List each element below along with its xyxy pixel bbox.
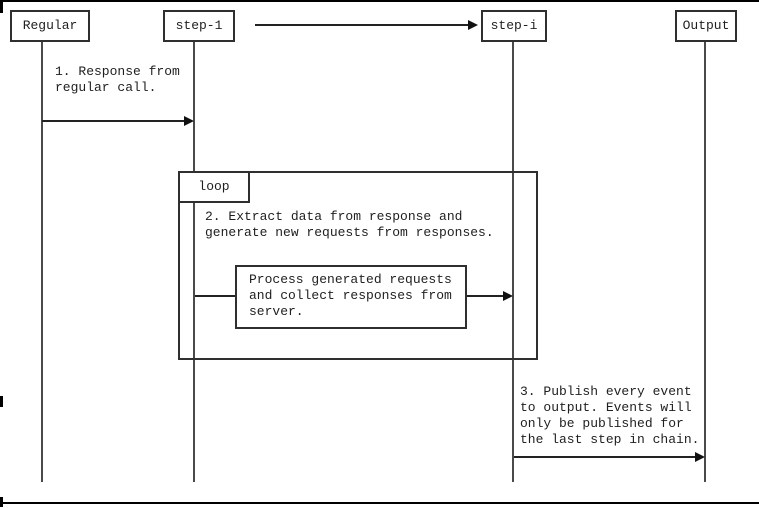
left-border-tick-bottom: [0, 497, 3, 507]
participant-step-1: step-1: [163, 10, 235, 42]
left-border-tick-top: [0, 0, 3, 13]
loop-fragment-label-box: loop: [178, 171, 250, 203]
chain-arrow-head-icon: [468, 20, 478, 30]
lifeline-output: [704, 42, 706, 482]
process-right-arrow-line: [467, 295, 504, 297]
process-box: Process generated requests and collect r…: [235, 265, 467, 329]
message-1-arrow-line: [42, 120, 184, 122]
lifeline-step-i: [512, 42, 514, 482]
bottom-border-line: [0, 502, 759, 504]
top-border-line: [0, 0, 759, 2]
participant-output: Output: [675, 10, 737, 42]
process-box-text: Process generated requests and collect r…: [249, 272, 452, 319]
lifeline-step-1: [193, 42, 195, 482]
message-2-text: 2. Extract data from response and genera…: [205, 209, 494, 240]
participant-regular: Regular: [10, 10, 90, 42]
loop-fragment-frame: [178, 171, 538, 360]
participant-step-i: step-i: [481, 10, 547, 42]
message-3-text: 3. Publish every event to output. Events…: [520, 384, 700, 447]
lifeline-regular: [41, 42, 43, 482]
participant-regular-label: Regular: [22, 18, 78, 33]
loop-fragment-label: loop: [198, 179, 230, 194]
participant-output-label: Output: [682, 18, 730, 33]
message-1-arrow-head-icon: [184, 116, 194, 126]
participant-step-1-label: step-1: [175, 18, 223, 33]
message-1-text: 1. Response from regular call.: [55, 64, 180, 95]
message-3-arrow-line: [514, 456, 696, 458]
chain-arrow-line: [255, 24, 469, 26]
left-border-tick-middle: [0, 396, 3, 407]
participant-step-i-label: step-i: [490, 18, 538, 33]
process-right-arrow-head-icon: [503, 291, 513, 301]
process-left-connector-line: [195, 295, 235, 297]
message-3-arrow-head-icon: [695, 452, 705, 462]
